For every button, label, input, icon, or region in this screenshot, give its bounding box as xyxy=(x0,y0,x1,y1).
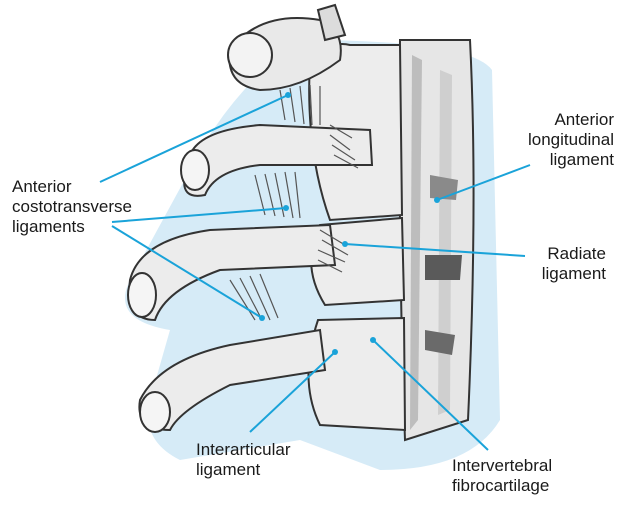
label-line: ligament xyxy=(496,150,614,170)
label-anterior-costotransverse: Anterior costotransverse ligaments xyxy=(12,177,132,237)
label-radiate: Radiate ligament xyxy=(510,244,606,284)
label-line: Anterior xyxy=(12,177,132,197)
label-line: Anterior xyxy=(496,110,614,130)
label-line: fibrocartilage xyxy=(452,476,552,496)
label-line: ligament xyxy=(510,264,606,284)
label-line: ligaments xyxy=(12,217,132,237)
label-line: costotransverse xyxy=(12,197,132,217)
label-line: Interarticular xyxy=(196,440,290,460)
label-line: Intervertebral xyxy=(452,456,552,476)
label-interarticular: Interarticular ligament xyxy=(196,440,290,480)
label-line: ligament xyxy=(196,460,290,480)
label-line: Radiate xyxy=(510,244,606,264)
label-anterior-longitudinal: Anterior longitudinal ligament xyxy=(496,110,614,170)
vertebral-column xyxy=(400,40,474,440)
label-line: longitudinal xyxy=(496,130,614,150)
label-intervertebral: Intervertebral fibrocartilage xyxy=(452,456,552,496)
